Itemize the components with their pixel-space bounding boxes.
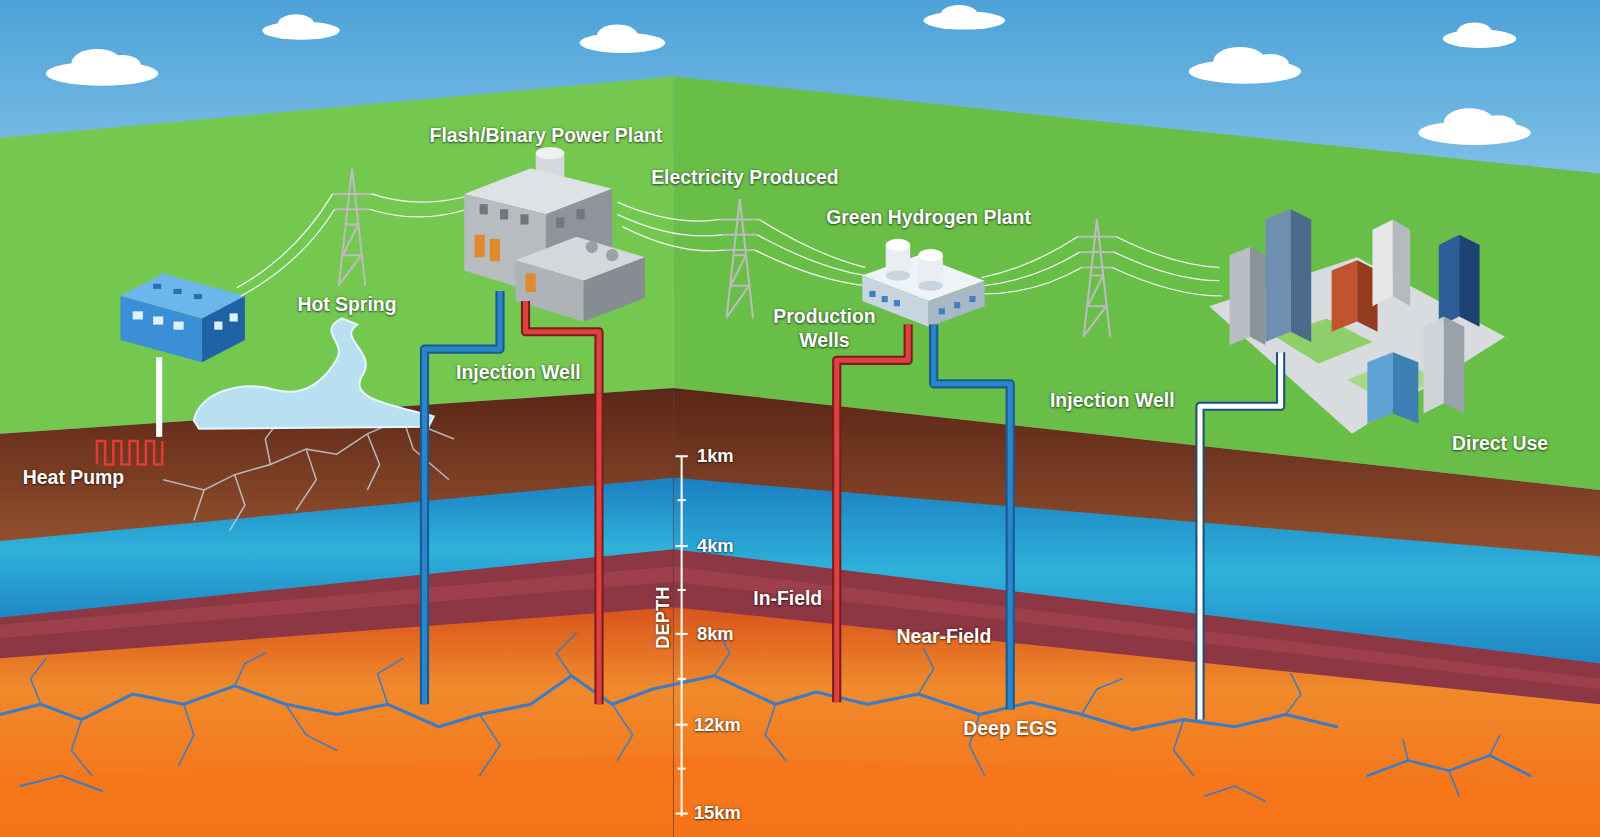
depth-value: 8km: [697, 622, 734, 645]
wells: [424, 291, 1280, 720]
zone-label: In-Field: [753, 587, 822, 611]
power-plant: [464, 147, 645, 322]
well-label: Injection Well: [1050, 389, 1175, 413]
fracture-network: [0, 633, 1531, 801]
depth-value: 15km: [694, 802, 741, 825]
power-lines: [237, 194, 1223, 296]
depth-value: 12km: [694, 713, 741, 736]
component-label: Hot Spring: [297, 293, 396, 317]
axis-title: DEPTH: [652, 586, 675, 648]
city: [1209, 209, 1505, 434]
depth-value: 4km: [697, 535, 734, 558]
rock-layers: [0, 388, 1600, 837]
hydrogen-plant: [862, 239, 984, 327]
zone-label: Near-Field: [896, 625, 991, 649]
pylons: [333, 168, 1117, 336]
depth-value: 1km: [697, 445, 734, 468]
ground-surface: [0, 77, 673, 434]
depth-scale: [676, 456, 688, 816]
surface-cracks: [163, 419, 454, 531]
component-label: Green Hydrogen Plant: [826, 205, 1031, 229]
component-label: Heat Pump: [23, 466, 124, 490]
zone-label: Deep EGS: [963, 717, 1057, 741]
factory-building: [120, 274, 244, 363]
component-label: Direct Use: [1452, 432, 1548, 456]
component-label: Electricity Produced: [651, 165, 838, 189]
component-label: Flash/Binary Power Plant: [430, 124, 663, 148]
component-label: Production Wells: [758, 304, 891, 352]
well-label: Injection Well: [456, 360, 581, 384]
heat-pump: [97, 357, 162, 464]
